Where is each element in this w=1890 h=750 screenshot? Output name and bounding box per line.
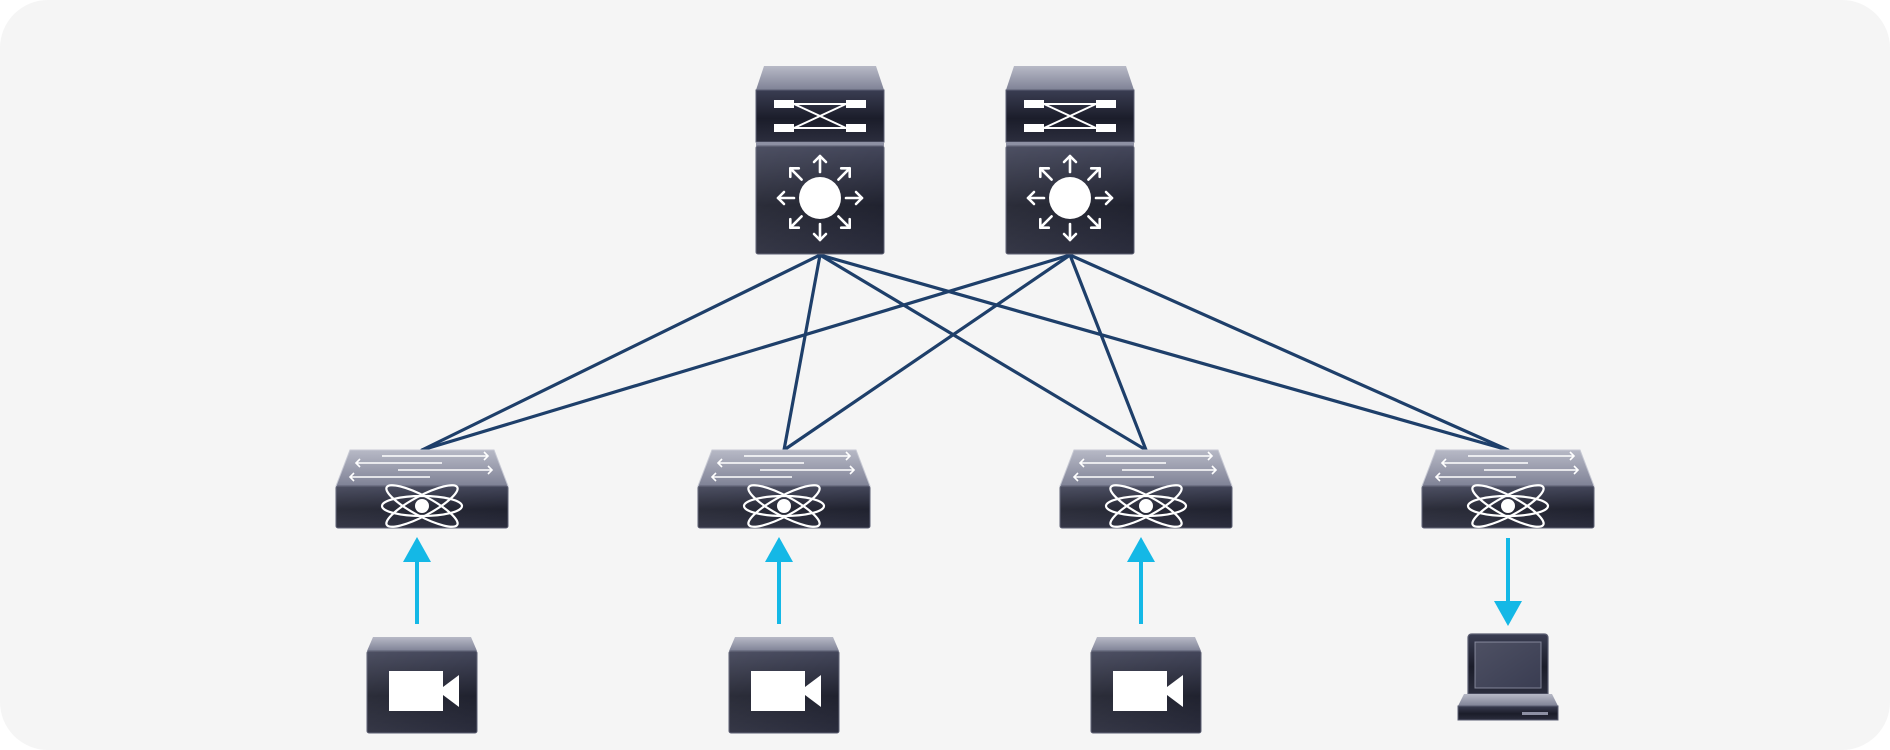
camera-3-flow-arrow [1127,537,1155,624]
link-spine-2-leaf-2 [782,253,1072,452]
bidirectional-arrows-icon [348,451,494,482]
multilayer-switch-icon [776,154,864,242]
link-spine-1-leaf-3 [818,253,1148,452]
device-layer [335,66,1595,734]
camera-1-flow-arrow [403,537,431,624]
bidirectional-arrows-icon [710,451,856,482]
fabric-switch-icon [742,484,826,528]
crossbar-switch-icon [774,100,866,132]
link-spine-1-leaf-1 [420,253,822,452]
multilayer-switch-icon [1026,154,1114,242]
link-spine-2-leaf-1 [420,253,1072,452]
video-camera-icon [751,671,821,711]
camera-1 [366,637,478,734]
leaf-4-switch [1421,449,1595,529]
video-camera-icon [389,671,459,711]
camera-2-flow-arrow [765,537,793,624]
laptop-1-flow-arrow [1494,538,1522,626]
fabric-switch-icon [1104,484,1188,528]
link-layer [420,253,1510,452]
video-camera-icon [1113,671,1183,711]
fabric-switch-icon [380,484,464,528]
spine-1-switch [755,66,885,255]
bidirectional-arrows-icon [1434,451,1580,482]
link-spine-1-leaf-4 [818,253,1510,452]
fabric-switch-icon [1466,484,1550,528]
laptop-1 [1457,633,1559,721]
spine-2-switch [1005,66,1135,255]
flow-arrow-layer [403,537,1522,626]
camera-3 [1090,637,1202,734]
bidirectional-arrows-icon [1072,451,1218,482]
leaf-3-switch [1059,449,1233,529]
link-spine-2-leaf-3 [1068,253,1148,452]
camera-2 [728,637,840,734]
leaf-1-switch [335,449,509,529]
crossbar-switch-icon [1024,100,1116,132]
laptop-icon [1457,633,1559,721]
link-spine-2-leaf-4 [1068,253,1510,452]
leaf-2-switch [697,449,871,529]
link-spine-1-leaf-2 [782,253,822,452]
